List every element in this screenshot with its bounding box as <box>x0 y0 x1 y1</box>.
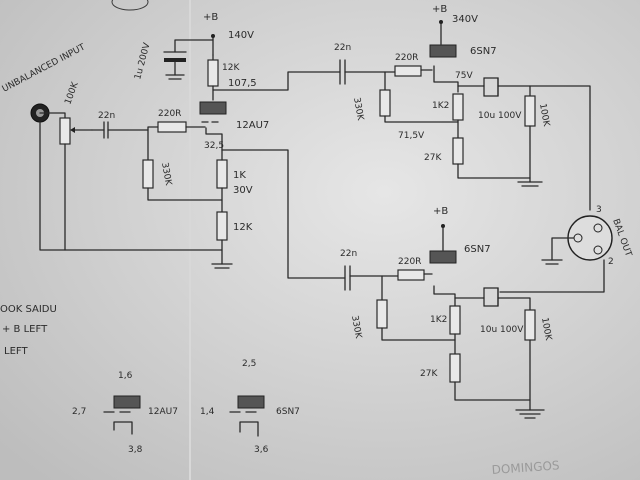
pinout-12au7-left: 2,7 <box>72 407 86 417</box>
cathode-1-voltage: 32,5 <box>204 141 224 151</box>
top-grid-leak <box>379 89 391 117</box>
cathode-resistor-1k-label: 1K <box>233 170 246 181</box>
top-output-cap-label: 10u 100V <box>478 111 522 121</box>
pinout-6sn7-bot: 3,6 <box>254 445 269 455</box>
plate-resistor-1 <box>207 59 219 87</box>
wire-xlr-pin2 <box>499 259 605 293</box>
top-output-resistor-label: 100K <box>537 103 551 129</box>
cathode-resistor-1k <box>216 159 228 189</box>
pinout-12au7-name: 12AU7 <box>148 407 178 417</box>
bot-output-resistor-label: 100K <box>539 317 553 343</box>
top-node-voltage: 75V <box>455 71 473 81</box>
wire-bot-gridleak-return <box>381 327 456 341</box>
wire-bot-ground <box>454 381 531 401</box>
pinout-6sn7-cathode <box>239 421 259 437</box>
pinout-6sn7-tube <box>237 395 265 409</box>
grid-stopper-1-label: 220R <box>158 109 181 119</box>
supply-top-label: +B <box>432 4 447 15</box>
tube-bot-cathode <box>433 285 456 307</box>
pinout-6sn7-name: 6SN7 <box>276 407 300 417</box>
top-load-resistor-label: 27K <box>424 153 442 163</box>
corner-sketch <box>111 0 149 11</box>
bot-grid-leak-label: 330K <box>349 315 363 341</box>
cathode-resistor-12k <box>216 211 228 241</box>
pinout-12au7-tube <box>113 395 141 409</box>
author-signature: DOMINGOS <box>491 458 560 477</box>
pinout-12au7-cathode <box>113 421 133 435</box>
wire-ground-return <box>39 121 223 251</box>
tube-top-cathode <box>433 65 459 93</box>
grid-leak-1-label: 330K <box>159 162 173 188</box>
bot-grid-stopper <box>397 269 425 281</box>
tube-12au7-label: 12AU7 <box>236 120 269 131</box>
pinout-12au7-bot: 3,8 <box>128 445 143 455</box>
psu-cap-plate-b <box>164 58 186 62</box>
top-grid-stopper-label: 220R <box>395 53 418 63</box>
pinout-6sn7-top: 2,5 <box>242 359 256 369</box>
supply-1-label: +B <box>203 12 218 23</box>
bot-output-resistor <box>524 309 536 341</box>
supply-top <box>439 20 443 45</box>
grid-leak-1 <box>142 159 154 189</box>
wire-top-gridleak-return <box>384 115 459 123</box>
note-line-2: + B LEFT <box>2 324 48 335</box>
tube-12au7-cathode <box>205 127 223 151</box>
top-grid-stopper <box>394 65 422 77</box>
top-load-resistor <box>452 137 464 165</box>
cathode-resistor-12k-label: 12K <box>233 222 253 233</box>
volume-pot <box>59 117 71 145</box>
top-cathode-resistor <box>452 93 464 121</box>
top-grid-leak-label: 330K <box>351 97 365 123</box>
c-bot-label: 22n <box>340 249 357 259</box>
wire-bot-out-resistor <box>497 297 531 311</box>
c-top-label: 22n <box>334 43 351 53</box>
supply-1-voltage: 140V <box>228 30 254 41</box>
top-cathode-voltage: 71,5V <box>398 131 425 141</box>
bot-output-cap-label: 10u 100V <box>480 325 524 335</box>
plate-resistor-1-label: 12K <box>222 63 240 73</box>
tube-6sn7-top-label: 6SN7 <box>470 46 497 57</box>
tube-6sn7-bot-label: 6SN7 <box>464 244 491 255</box>
top-cathode-resistor-label: 1K2 <box>432 101 449 111</box>
wire-xlr-ground <box>551 237 575 261</box>
supply-1 <box>211 34 215 56</box>
supply-top-voltage: 340V <box>452 14 478 25</box>
wire-top-ground <box>457 163 531 179</box>
plate-1-voltage: 107,5 <box>228 78 257 89</box>
supply-bot <box>441 224 445 251</box>
cin-label: 22n <box>98 111 115 121</box>
bot-cathode-resistor <box>449 305 461 335</box>
cathode-1k-voltage: 30V <box>233 185 253 196</box>
xlr-pin2: 2 <box>608 257 614 267</box>
xlr-pin3: 3 <box>596 205 602 215</box>
wire-cathode-split <box>221 149 346 279</box>
note-line-3: LEFT <box>4 346 28 357</box>
wire-psu-cap <box>174 39 214 53</box>
tube-6sn7-top <box>429 44 457 58</box>
top-output-resistor <box>524 95 536 127</box>
bot-grid-leak <box>376 299 388 329</box>
bot-load-resistor <box>449 353 461 383</box>
bot-cathode-resistor-label: 1K2 <box>430 315 447 325</box>
grid-stopper-1 <box>157 121 187 133</box>
bot-load-resistor-label: 27K <box>420 369 438 379</box>
wire-plate1-coupling <box>212 71 341 91</box>
pinout-12au7-top: 1,6 <box>118 371 133 381</box>
pot-wiper-arrow <box>70 127 75 133</box>
tube-6sn7-bot <box>429 250 457 264</box>
bot-grid-stopper-label: 220R <box>398 257 421 267</box>
wire-gridleak-bottom <box>147 187 223 201</box>
tube-12au7 <box>199 101 227 115</box>
pinout-6sn7-left: 1,4 <box>200 407 215 417</box>
wire-cin-right <box>107 126 159 131</box>
note-line-1: OOK SAIDU <box>0 304 57 315</box>
wire-top-to-xlr <box>497 85 591 211</box>
supply-bot-label: +B <box>433 206 448 217</box>
